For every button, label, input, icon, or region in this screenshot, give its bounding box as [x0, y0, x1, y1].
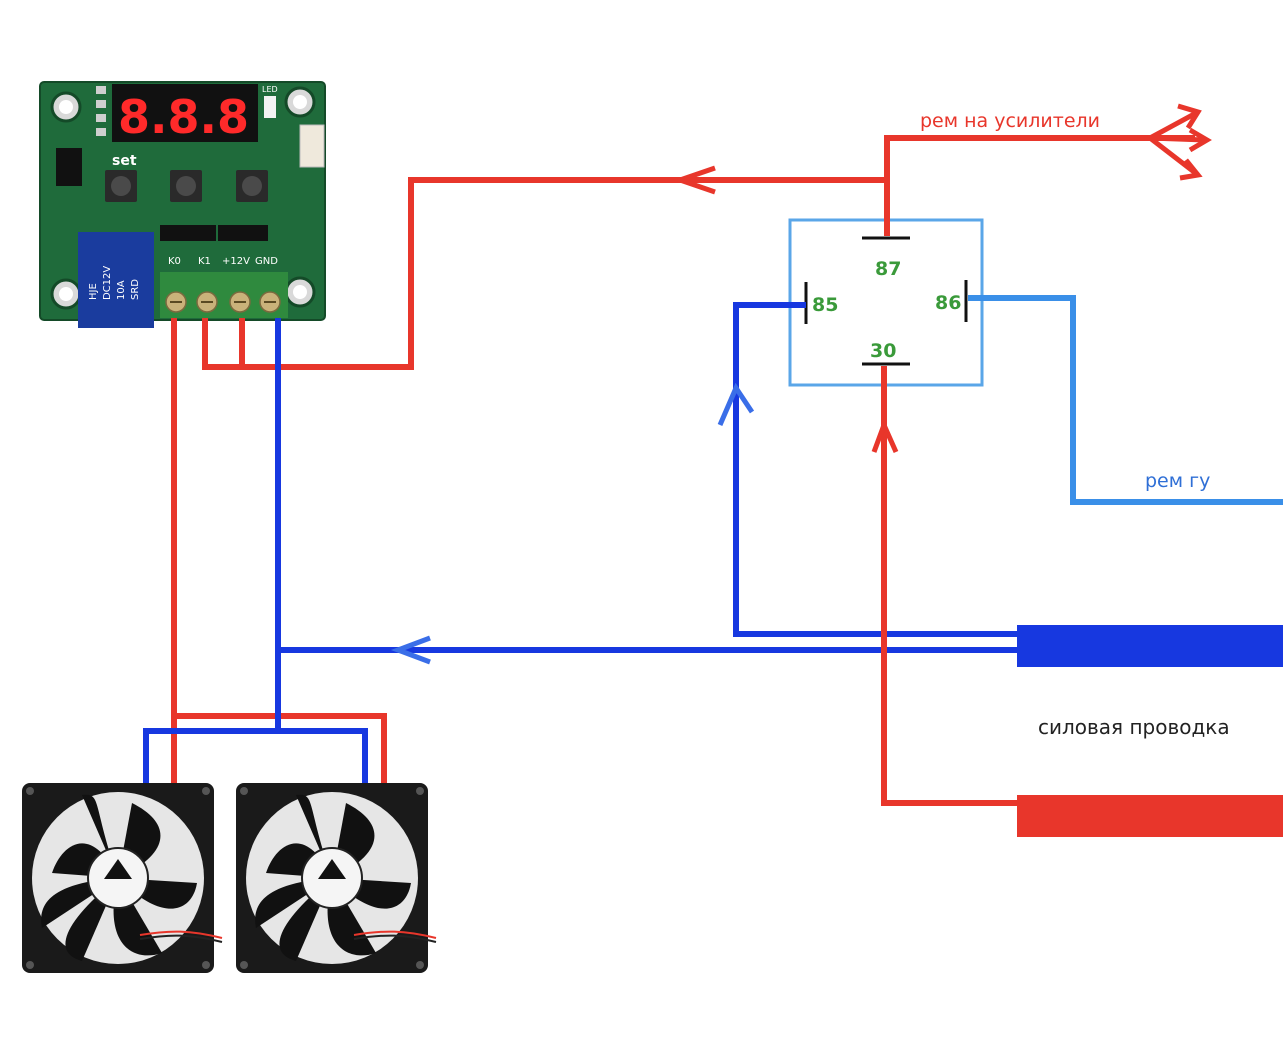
power-ground-cable — [1017, 625, 1283, 667]
power-positive-cable — [1017, 795, 1283, 837]
led-label: LED — [262, 85, 278, 94]
blue-wire-gnd-fans — [275, 318, 368, 785]
svg-text:HJE: HJE — [88, 283, 99, 300]
wires — [143, 103, 1283, 837]
terminal-label-k0: K0 — [168, 256, 181, 267]
pin-86-label: 86 — [935, 292, 961, 314]
red-wire-30 — [881, 366, 1020, 806]
svg-text:10A: 10A — [116, 280, 127, 300]
thermostat-board: 8.8.8 LED set HJE DC12V 10A SRD K0 K1 +1… — [39, 81, 326, 328]
terminal-label-12v: +12V — [222, 256, 250, 267]
arrow-icon — [390, 635, 431, 665]
pin-87-label: 87 — [875, 258, 901, 280]
blue-wire-85 — [733, 302, 1020, 637]
amp-remote-label: рем на усилители — [920, 110, 1100, 132]
pin-85-label: 85 — [812, 294, 838, 316]
sensor-connector — [299, 124, 325, 168]
multi-arrow-icon — [1148, 103, 1212, 181]
hu-remote-label: рем гу — [1145, 470, 1210, 492]
svg-text:SRD: SRD — [130, 279, 141, 300]
terminal-label-k1: K1 — [198, 256, 211, 267]
relay-schematic: 87 85 86 30 — [788, 218, 984, 387]
led-indicator — [264, 96, 276, 118]
red-wire-to-thermostat — [202, 177, 887, 370]
set-label: set — [112, 153, 137, 169]
arrow-icon — [717, 382, 755, 426]
cooling-fan-icon — [22, 783, 214, 973]
cooling-fan-icon — [236, 783, 428, 973]
light-blue-wire-86 — [968, 295, 1283, 505]
board-buttons — [105, 170, 268, 202]
seven-segment-display — [112, 84, 258, 142]
arrow-icon — [672, 165, 716, 195]
pin-30-label: 30 — [870, 340, 896, 362]
svg-text:DC12V: DC12V — [102, 266, 113, 300]
onboard-relay — [78, 232, 154, 328]
power-wiring-label: силовая проводка — [1038, 715, 1230, 739]
terminal-label-gnd: GND — [255, 256, 278, 267]
arrow-icon — [871, 418, 899, 454]
red-wire-87 — [884, 135, 1195, 236]
display-readout: 8.8.8 — [118, 90, 249, 144]
ic-chip — [56, 148, 82, 186]
